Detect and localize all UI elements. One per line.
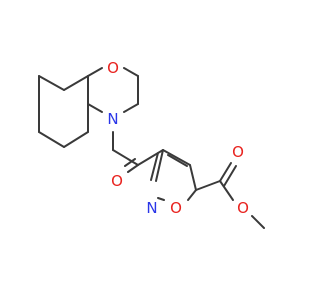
ester-group [195, 162, 265, 229]
isoxazole-oxygen-label: O [170, 199, 182, 217]
molecule-structure: O N O N O O O [38, 59, 265, 229]
ester-oxygen-label: O [237, 199, 249, 217]
amide-linkage [112, 131, 139, 173]
ring-oxygen-label: O [107, 59, 119, 77]
morpholine-ring [87, 67, 139, 113]
cyclohexane-ring [38, 75, 89, 148]
isoxazole-ring [137, 149, 197, 201]
ester-carbonyl-oxygen-label: O [232, 143, 244, 161]
isoxazole-nitrogen-label: N [146, 199, 157, 217]
amide-nitrogen-label: N [107, 110, 118, 128]
carbonyl-oxygen-label: O [111, 172, 123, 190]
